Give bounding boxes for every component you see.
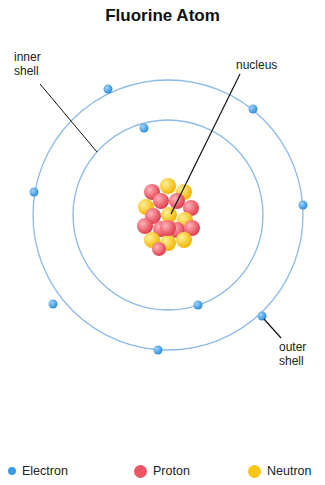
electron-dot (258, 312, 267, 321)
electron-dot (249, 105, 258, 114)
legend-item: Proton (134, 463, 190, 479)
electron-dot (140, 124, 149, 133)
electrons (30, 85, 308, 355)
outer-shell-ring (33, 80, 303, 350)
proton-ball (153, 193, 169, 209)
part-label: nucleus (236, 58, 306, 72)
inner-shell-ring (73, 120, 263, 310)
legend-item: Electron (8, 463, 68, 479)
proton-ball (160, 220, 176, 236)
electron-dot (299, 201, 308, 210)
neutron-ball (176, 232, 192, 248)
legend-swatch (134, 465, 147, 478)
part-label: inner shell (14, 50, 56, 78)
legend-text: Electron (22, 464, 68, 478)
electron-dot (194, 301, 203, 310)
electron-dot (49, 300, 58, 309)
legend-text: Proton (153, 464, 190, 478)
leader-line (264, 319, 281, 338)
proton-ball (137, 218, 153, 234)
legend-swatch (8, 467, 16, 475)
leader-line (40, 84, 97, 152)
electron-dot (154, 346, 163, 355)
proton-ball (152, 242, 166, 256)
legend-item: Neutron (248, 463, 311, 479)
part-label: outer shell (279, 340, 321, 368)
leader-line (171, 74, 240, 214)
nucleus-cluster (137, 178, 200, 256)
diagram-title: Fluorine Atom (0, 6, 325, 26)
electron-dot (104, 85, 113, 94)
neutron-ball (160, 178, 176, 194)
electron-dot (30, 188, 39, 197)
legend-swatch (248, 465, 261, 478)
legend-text: Neutron (267, 464, 311, 478)
